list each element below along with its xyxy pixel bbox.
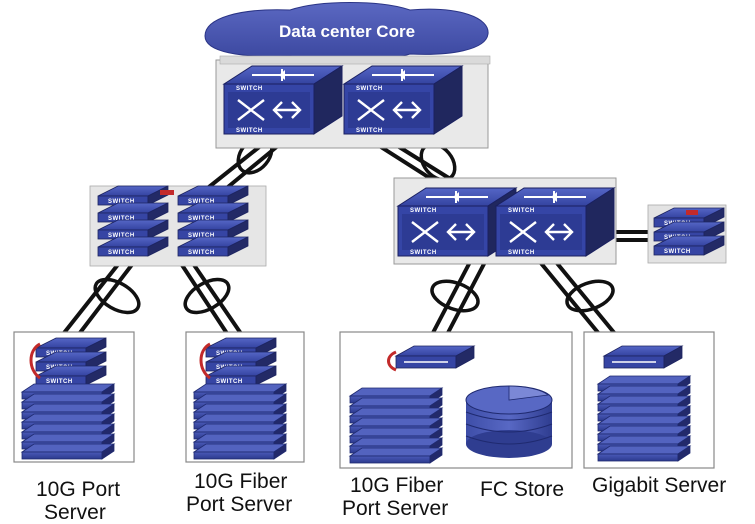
- core-switch-pair: [215, 55, 491, 149]
- core-switch-left: [222, 64, 344, 136]
- network-links: [58, 138, 652, 349]
- link-right-agg-side-switch: [610, 230, 652, 242]
- label-10g-fiber-2-line2: Port Server: [342, 497, 449, 520]
- group-2-switch: [387, 345, 476, 372]
- core-label: Data center Core: [279, 22, 415, 41]
- left-aggregation-stack: [89, 185, 267, 267]
- group-10g-port-switch-stack: [29, 337, 107, 386]
- link-left-agg-10g-fiber: [178, 260, 246, 340]
- label-10g-port-line1: 10G Port: [36, 478, 121, 501]
- lag-ring-10g-port: [93, 277, 141, 315]
- lag-ring-10g-fiber-2: [430, 279, 480, 313]
- core-switch-right: [342, 64, 464, 136]
- label-10g-port-line2: Server: [44, 501, 106, 524]
- label-10g-fiber-port-server-2: 10G Fiber Port Server: [342, 474, 448, 520]
- label-fc-store: FC Store: [480, 478, 565, 501]
- group-10g-port-server-stack: [21, 383, 115, 460]
- group-gigabit-server: [583, 331, 715, 469]
- label-gigabit-server: Gigabit Server: [592, 474, 727, 497]
- data-center-core-cloud: Data center Core: [204, 2, 489, 63]
- link-right-agg-gigabit: [538, 260, 618, 337]
- label-10g-fiber-1-line2: Port Server: [186, 493, 293, 516]
- group-2-server-stack: [349, 387, 443, 464]
- group-10g-fiber-server-stack: [193, 383, 287, 460]
- side-switch-stack: [647, 204, 727, 264]
- gigabit-switch: [602, 345, 684, 369]
- label-10g-port-server: 10G Port Server: [36, 478, 120, 524]
- label-10g-fiber-1-line1: 10G Fiber: [194, 470, 288, 493]
- group-10g-fiber-port-server-2: [339, 331, 573, 469]
- group-10g-port-server: [13, 331, 135, 463]
- group-10g-fiber-switch-stack: [199, 337, 277, 386]
- lag-ring-10g-fiber-1: [183, 277, 231, 315]
- link-left-agg-10g-port: [58, 260, 136, 340]
- lag-ring-gigabit: [565, 279, 615, 313]
- group-10g-fiber-port-server-1: [185, 331, 305, 463]
- agg-switch-right: [494, 186, 616, 258]
- label-10g-fiber-port-server-1: 10G Fiber Port Server: [186, 470, 292, 516]
- gigabit-server-stack: [597, 375, 691, 462]
- label-10g-fiber-2-line1: 10G Fiber: [350, 474, 444, 497]
- fc-store-disk-icon: [465, 385, 553, 458]
- right-aggregation-switch-pair: [393, 177, 617, 265]
